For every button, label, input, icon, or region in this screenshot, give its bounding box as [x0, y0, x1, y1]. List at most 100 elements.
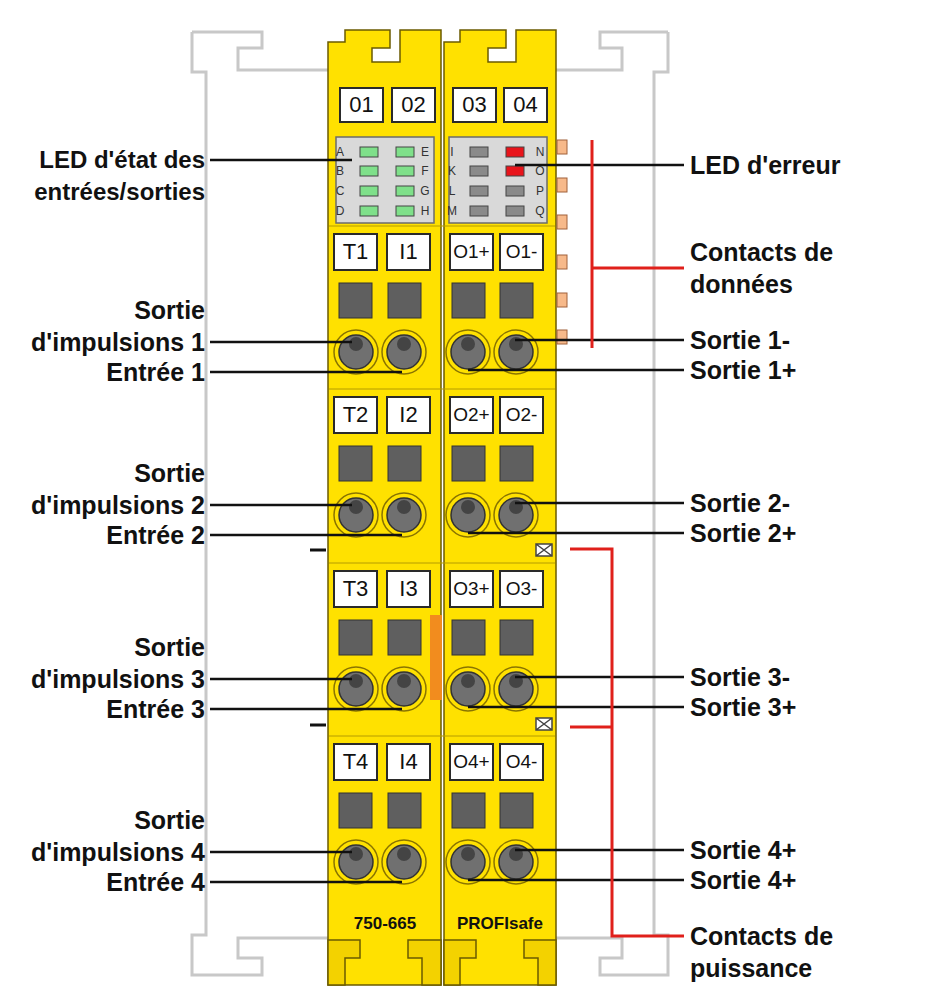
- leader-line: [210, 534, 402, 537]
- keyhole: [461, 674, 475, 688]
- led-letter: N: [534, 145, 546, 159]
- wire-entry: [451, 498, 485, 532]
- wire-entry: [451, 845, 485, 879]
- callout-label: Sortie 4+: [690, 864, 930, 896]
- release-slot: [500, 793, 533, 828]
- slot-number: 02: [391, 87, 436, 123]
- led: [360, 166, 378, 176]
- led-letter: B: [334, 164, 346, 178]
- clamp-ring: [446, 840, 490, 884]
- led: [470, 147, 488, 157]
- article-number: 750-665: [332, 913, 438, 935]
- led-letter: Q: [534, 204, 546, 218]
- terminal-label: T3: [333, 570, 378, 608]
- wire-entry: [339, 498, 373, 532]
- led-panels: [336, 137, 547, 223]
- callout-label: Contacts de puissance: [690, 920, 860, 984]
- terminal-label: I2: [386, 396, 431, 434]
- release-slot: [452, 446, 485, 481]
- housing-marks: [310, 550, 326, 725]
- led-letter: M: [446, 204, 458, 218]
- led: [470, 186, 488, 196]
- terminal-label: O3+: [449, 570, 494, 608]
- release-slot: [500, 446, 533, 481]
- terminal-label: O2+: [449, 396, 494, 434]
- keyhole: [461, 500, 475, 514]
- led-letter: F: [419, 164, 431, 178]
- led-letter: C: [334, 184, 346, 198]
- group-divider: [329, 226, 555, 227]
- callout-label: Sortie 1-: [690, 324, 930, 356]
- led: [360, 206, 378, 216]
- led: [396, 166, 414, 176]
- keyhole: [397, 674, 411, 688]
- clamp-ring: [494, 493, 538, 537]
- slot-number: 03: [452, 87, 497, 123]
- terminal-label: T1: [333, 233, 378, 271]
- led-letter: L: [446, 184, 458, 198]
- clamp-ring: [494, 840, 538, 884]
- terminal-label: O4-: [499, 743, 544, 781]
- keyhole: [349, 500, 363, 514]
- led-letter: A: [334, 145, 346, 159]
- callout-label: Sortie d'impulsions 4: [5, 804, 205, 868]
- coding-strip: [430, 615, 442, 700]
- callout-label: LED d'erreur: [690, 149, 930, 181]
- terminal-label: T4: [333, 743, 378, 781]
- group-divider: [329, 736, 555, 737]
- leader-line: [210, 504, 352, 507]
- terminal-label: O1+: [449, 233, 494, 271]
- led: [506, 206, 524, 216]
- status-leds: [360, 147, 524, 216]
- leader-line: [468, 532, 684, 535]
- led-letter: K: [446, 164, 458, 178]
- release-slot: [500, 283, 533, 318]
- callout-label: Contacts de données: [690, 236, 860, 300]
- clamp-ring: [446, 493, 490, 537]
- release-slot: [452, 793, 485, 828]
- clamp-ring: [382, 330, 426, 374]
- keyhole: [397, 847, 411, 861]
- callout-label: Sortie 3+: [690, 691, 930, 723]
- led: [506, 147, 524, 157]
- keyhole: [397, 500, 411, 514]
- protocol-name: PROFIsafe: [446, 913, 554, 935]
- terminal-label: O2-: [499, 396, 544, 434]
- release-slot: [452, 620, 485, 655]
- clamp-ring: [382, 840, 426, 884]
- terminal-label: O1-: [499, 233, 544, 271]
- keyhole: [349, 337, 363, 351]
- keyhole: [349, 847, 363, 861]
- leader-line: [515, 339, 684, 342]
- release-slot: [388, 620, 421, 655]
- led-letter: D: [334, 204, 346, 218]
- leader-line: [468, 879, 684, 882]
- release-slot: [339, 283, 372, 318]
- leader-line: [210, 678, 352, 681]
- callout-label: Sortie 2+: [690, 517, 930, 549]
- led: [360, 147, 378, 157]
- wire-entry: [387, 498, 421, 532]
- callout-label: Sortie 3-: [690, 661, 930, 693]
- release-slot: [388, 283, 421, 318]
- led-letter: P: [534, 184, 546, 198]
- wire-entry: [339, 845, 373, 879]
- terminal-blocks: [329, 226, 555, 884]
- clamp-ring: [382, 493, 426, 537]
- slot-number: 04: [503, 87, 548, 123]
- led: [396, 186, 414, 196]
- slot-number: 01: [339, 87, 384, 123]
- terminal-label: I1: [386, 233, 431, 271]
- wire-entry: [387, 845, 421, 879]
- clamp-ring: [334, 330, 378, 374]
- keyhole: [461, 337, 475, 351]
- release-slot: [339, 446, 372, 481]
- terminal-label: T2: [333, 396, 378, 434]
- leader-line: [210, 708, 402, 711]
- callout-label: Sortie d'impulsions 1: [5, 294, 205, 358]
- clamp-ring: [446, 330, 490, 374]
- leader-line: [210, 851, 352, 854]
- module-housing: [328, 30, 556, 985]
- leader-line: [468, 369, 684, 372]
